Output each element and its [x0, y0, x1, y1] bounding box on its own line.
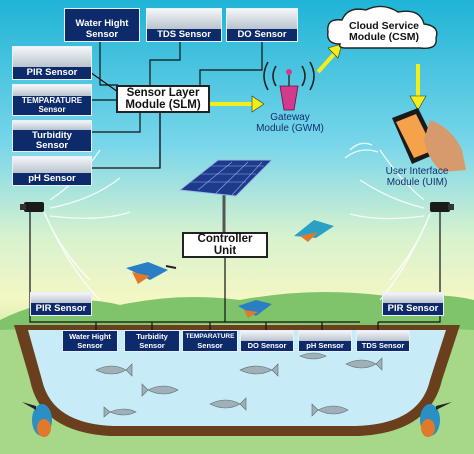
camera-icon: [20, 202, 44, 212]
fish-icon: [95, 352, 383, 418]
gwm-line1: Gateway: [270, 112, 310, 123]
csm-line2: Module (CSM): [349, 31, 419, 43]
sensor-turbidity: Turbidity Sensor: [12, 120, 92, 152]
sensor-label: PIR Sensor: [387, 303, 439, 314]
pond-sensor-temperature: TEMPARATURE Sensor: [182, 330, 238, 352]
camera-icon: [430, 202, 454, 212]
pond-pir-left: PIR Sensor: [30, 292, 92, 316]
sensor-sublabel: Sensor: [139, 341, 165, 350]
sensor-tds: TDS Sensor: [146, 8, 222, 42]
sensor-image: [13, 121, 91, 130]
sensor-image: [13, 85, 91, 96]
sensor-label: pH Sensor: [28, 173, 76, 184]
sensor-image: [241, 331, 293, 341]
pond-sensor-ph: pH Sensor: [298, 330, 352, 352]
csm-line1: Cloud Service: [348, 20, 420, 32]
sensor-sublabel: Sensor: [85, 29, 119, 40]
uim-line2: Module (UIM): [386, 177, 448, 188]
kingfisher-icon: [294, 220, 334, 242]
sensor-label: Turbidity: [32, 130, 72, 141]
data-flow-arrows: [210, 43, 427, 113]
pond-sensor-tds: TDS Sensor: [356, 330, 410, 352]
controller-unit: Controller Unit: [182, 232, 268, 258]
sensor-label: TDS Sensor: [157, 29, 211, 40]
sensor-layer-module: Sensor Layer Module (SLM): [116, 85, 210, 113]
uim-line1: User Interface: [385, 166, 449, 177]
sensor-label: PIR Sensor: [26, 67, 78, 78]
sensor-label: Water Hight: [69, 332, 111, 341]
gwm-line2: Module (GWM): [256, 123, 324, 134]
sensor-label: TEMPARATURE: [185, 333, 235, 340]
sensor-do: DO Sensor: [226, 8, 298, 42]
slm-line2: Module (SLM): [125, 99, 201, 111]
sensor-sublabel: Sensor: [77, 341, 103, 350]
antenna-icon: [263, 61, 315, 111]
sensor-label: PIR Sensor: [35, 303, 87, 314]
sensor-sublabel: Sensor: [197, 341, 223, 350]
kingfisher-icon: [126, 262, 177, 284]
pond-pir-right: PIR Sensor: [382, 292, 444, 316]
pond-sensor-turbidity: Turbidity Sensor: [124, 330, 180, 352]
sensor-image: [227, 9, 297, 29]
sensor-image: [383, 293, 443, 303]
smartphone-icon: [392, 108, 466, 172]
sensor-label: Turbidity: [136, 332, 168, 341]
solar-panel-icon: [178, 159, 274, 232]
kingfisher-icon: [420, 402, 452, 437]
sensor-water-height: Water Hight Sensor: [64, 8, 140, 42]
sensor-sublabel: Sensor: [38, 105, 66, 114]
user-interface-module-label: User Interface Module (UIM): [370, 166, 464, 188]
cloud-icon: [327, 5, 438, 49]
sensor-image: [13, 157, 91, 173]
sensor-label: Water Hight: [75, 18, 129, 29]
pond-water: [28, 330, 446, 426]
slm-line1: Sensor Layer: [126, 87, 200, 99]
pond-sensor-do: DO Sensor: [240, 330, 294, 352]
controller-wiring: [29, 210, 441, 330]
sensor-image: [299, 331, 351, 341]
sensor-sublabel: Sensor: [35, 140, 69, 151]
sensor-image: [13, 47, 91, 67]
sensor-ph: pH Sensor: [12, 156, 92, 186]
sensor-image: [147, 9, 221, 29]
sensor-label: pH Sensor: [306, 341, 344, 350]
kingfisher-icon: [238, 300, 272, 318]
sensor-image: [357, 331, 409, 341]
slm-wiring: [89, 42, 263, 169]
sensor-label: TEMPARATURE: [21, 96, 83, 105]
cloud-service-module-label: Cloud Service Module (CSM): [344, 18, 424, 46]
sensor-pir: PIR Sensor: [12, 46, 92, 80]
controller-line2: Unit: [213, 245, 237, 257]
kingfisher-icon: [22, 402, 52, 437]
sensor-temperature: TEMPARATURE Sensor: [12, 84, 92, 116]
sensor-label: DO Sensor: [237, 29, 287, 40]
pond-sensor-water-height: Water Hight Sensor: [62, 330, 118, 352]
sensor-label: DO Sensor: [247, 341, 287, 350]
sensor-label: TDS Sensor: [361, 341, 405, 350]
sensor-image: [31, 293, 91, 303]
controller-line1: Controller: [197, 233, 253, 245]
gateway-module-label: Gateway Module (GWM): [250, 112, 330, 134]
